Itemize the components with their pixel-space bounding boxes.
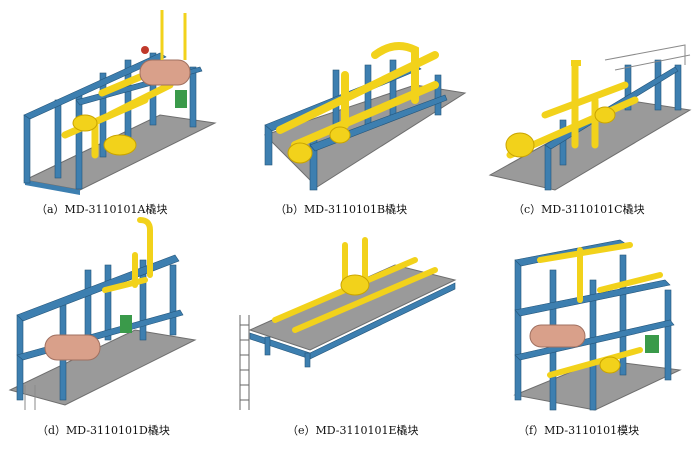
caption-d: （d）MD-3110101D橇块	[37, 424, 170, 437]
skid-d-illustration	[8, 217, 197, 410]
panel-e: （e）MD-3110101E橇块	[235, 225, 460, 437]
caption-e: （e）MD-3110101E橇块	[287, 424, 419, 437]
skid-c-illustration	[488, 44, 692, 191]
caption-a: （a）MD-3110101A橇块	[36, 203, 168, 216]
caption-b: （b）MD-3110101B橇块	[275, 203, 408, 216]
skid-b-illustration	[264, 42, 467, 191]
panel-d: （d）MD-3110101D橇块	[5, 215, 225, 437]
panel-a: （a）MD-3110101A橇块	[10, 5, 225, 216]
panel-f: （f）MD-3110101模块	[490, 220, 695, 437]
panel-c: （c）MD-3110101C橇块	[485, 5, 695, 216]
module-f-illustration	[513, 239, 682, 411]
caption-c: （c）MD-3110101C橇块	[513, 203, 645, 216]
caption-f: （f）MD-3110101模块	[518, 424, 640, 437]
skid-a-illustration	[23, 10, 217, 195]
panel-b: （b）MD-3110101B橇块	[245, 5, 470, 216]
skid-e-illustration	[239, 237, 457, 410]
